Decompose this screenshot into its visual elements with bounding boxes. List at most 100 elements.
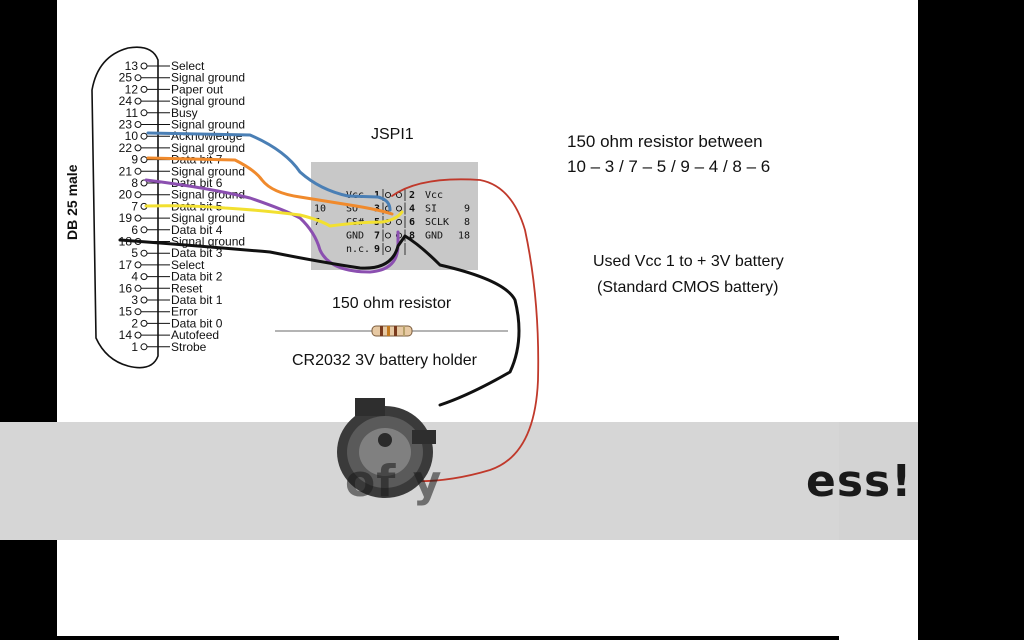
jspi-right-label: GND (425, 231, 443, 242)
video-caption-right: ess! (806, 456, 913, 507)
jspi-outer-right: 18 (458, 231, 470, 242)
jspi-right-pin: 8 (409, 231, 415, 242)
db25-pin-contact (140, 249, 148, 257)
db25-pin-contact (140, 132, 148, 140)
wire-black (118, 234, 521, 407)
jspi-left-label: n.c. (346, 244, 370, 255)
db25-pin-contact (140, 156, 148, 164)
db25-pin-number: 7 (131, 199, 138, 213)
video-overlay-band (0, 422, 918, 540)
db25-pin-label: Reset (171, 281, 203, 295)
db25-pin-number: 21 (119, 164, 133, 178)
vcc-note-line2: (Standard CMOS battery) (597, 279, 779, 296)
db25-pin-number: 11 (126, 106, 139, 120)
db25-pin: 2 Data bit 0 (131, 316, 222, 330)
db25-pin-contact (134, 261, 142, 269)
jspi-left-pin: 9 (374, 244, 380, 255)
db25-pin: 11 Busy (126, 106, 198, 120)
jspi-right-label: Vcc (425, 190, 443, 201)
resistor-note-line2: 10 – 3 / 7 – 5 / 9 – 4 / 8 – 6 (567, 157, 771, 176)
db25-pin-contact (134, 331, 142, 339)
jspi-right-pin: 4 (409, 204, 415, 215)
resistor (275, 325, 508, 337)
jspi-outer-right: 8 (464, 217, 470, 228)
jspi-right-label: SCLK (425, 217, 449, 228)
db25-pin-number: 16 (119, 281, 133, 295)
db25-pin-contact (140, 62, 148, 70)
wire-red (391, 178, 540, 483)
jspi-row: GND 7 8 GND 18 (346, 229, 470, 242)
jspi-outer-left: 10 (314, 204, 326, 215)
db25-pin-label: Signal ground (171, 164, 245, 178)
db25-pin-label: Select (171, 258, 205, 272)
jspi-outer-left: 7 (314, 217, 320, 228)
db25-pin-contact (140, 296, 148, 304)
jspi-pin-contact (384, 232, 392, 239)
db25-pin-number: 10 (125, 129, 139, 143)
db25-pin-number: 3 (131, 293, 138, 307)
db25-pin-number: 15 (119, 305, 133, 319)
wire-blue (146, 131, 392, 212)
db25-pin-number: 12 (125, 82, 139, 96)
db25-pin-label: Strobe (171, 340, 207, 354)
jspi-right-pin: 2 (409, 190, 415, 201)
jspi-pin-contact (395, 205, 403, 212)
db25-pin-label: Data bit 3 (171, 246, 223, 260)
db25-pin-label: Signal ground (171, 211, 245, 225)
video-caption-left: of y (345, 456, 443, 507)
db25-pin-label: Autofeed (171, 328, 219, 342)
db25-pin-contact (134, 308, 142, 316)
wire-yellow (144, 204, 404, 228)
db25-pin-label: Signal ground (171, 141, 245, 155)
db25-pin-contact (134, 191, 142, 199)
db25-pin-number: 23 (119, 118, 133, 132)
db25-pin-number: 17 (119, 258, 133, 272)
db25-pin-number: 1 (131, 340, 138, 354)
db25-pin-contact (140, 109, 148, 117)
db25-pin-number: 8 (131, 176, 138, 190)
jspi-pin-contact (384, 245, 392, 253)
db25-pin: 21 Signal ground (119, 164, 245, 178)
db25-pin-contact (134, 121, 142, 128)
jspi-right-pin: 6 (409, 217, 415, 228)
db25-pin-number: 6 (131, 223, 138, 237)
db25-pin-number: 2 (131, 316, 138, 330)
wire-purple (144, 178, 400, 274)
resistor-label: 150 ohm resistor (332, 295, 452, 312)
jspi-right-label: SI (425, 204, 437, 215)
jspi-left-pin: 7 (374, 231, 380, 242)
jspi-pin-contact (384, 191, 392, 199)
db25-pin-contact (140, 226, 148, 234)
db25-pin-number: 19 (119, 211, 133, 225)
db25-pin-label: Select (171, 59, 205, 73)
db25-pin-label: Error (171, 305, 198, 319)
db25-pin-contact (134, 97, 142, 105)
db25-pin-contact (134, 167, 142, 175)
db25-pin-number: 4 (131, 270, 138, 284)
db25-pin-contact (140, 343, 148, 351)
db25-pin: 19 Signal ground (119, 211, 245, 225)
resistor-note-line1: 150 ohm resistor between (567, 132, 763, 151)
db25-pin-label: Busy (171, 106, 198, 120)
db25-pin-contact (134, 284, 142, 292)
vcc-note-line1: Used Vcc 1 to + 3V battery (593, 253, 784, 270)
db25-pin-number: 24 (119, 94, 133, 108)
jspi-left-label: GND (346, 231, 364, 242)
db25-connector-label: DB 25 male (64, 164, 80, 240)
db25-pin-label: Data bit 0 (171, 316, 223, 330)
right-letterbox-bar (918, 0, 1024, 640)
db25-pin-contact (140, 85, 148, 93)
db25-pin-label: Signal ground (171, 71, 245, 85)
db25-pin-label: Signal ground (171, 118, 245, 132)
battery-holder-label: CR2032 3V battery holder (292, 352, 477, 369)
